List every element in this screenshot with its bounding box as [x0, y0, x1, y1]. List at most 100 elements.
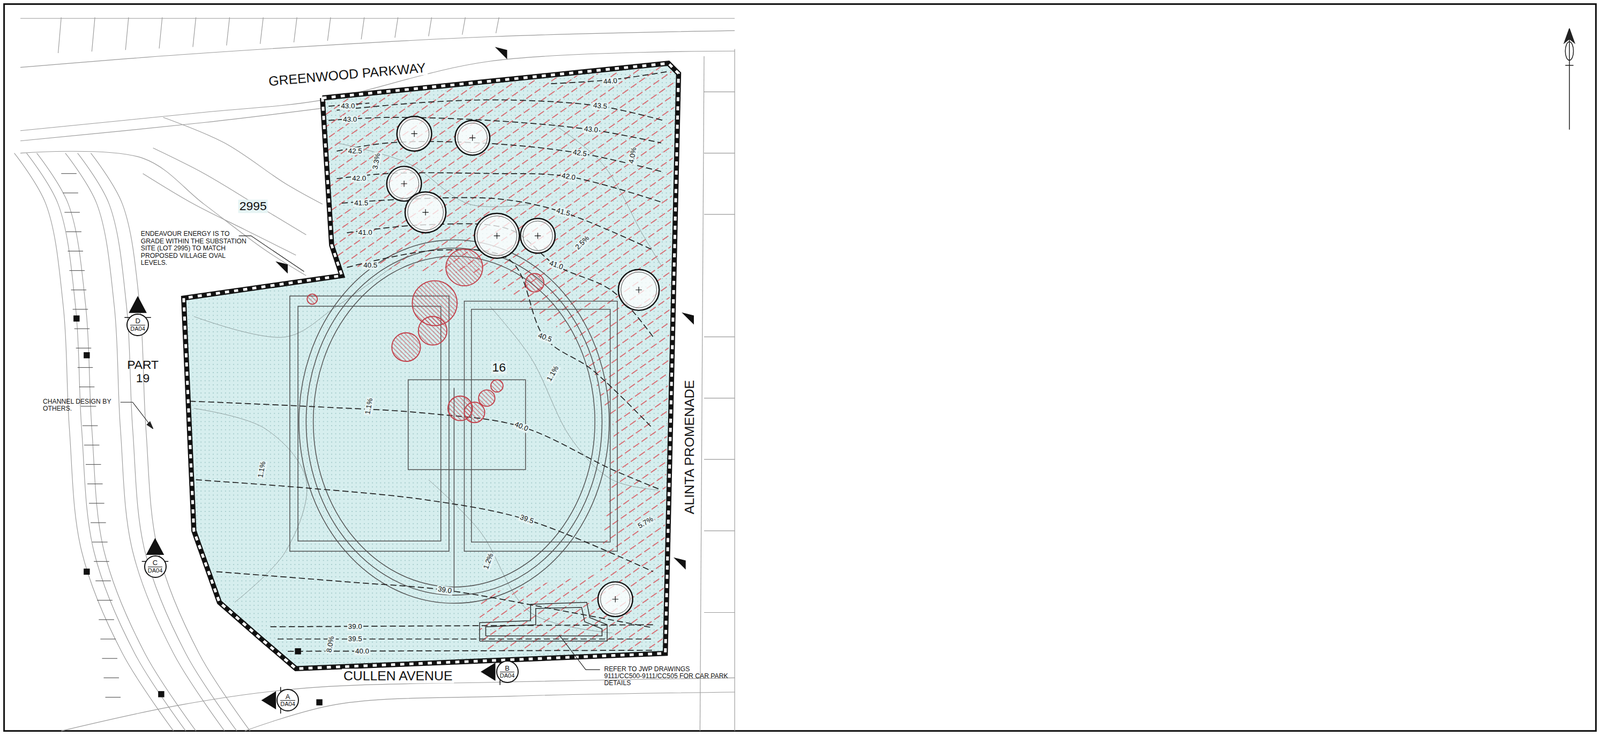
lot-line — [704, 152, 735, 154]
grade-label: 1.1% — [363, 396, 375, 416]
existing-contour — [550, 122, 662, 266]
cut-area-hatch — [324, 66, 675, 652]
tree-centre — [410, 130, 417, 137]
proposed-contour — [196, 479, 654, 572]
road-edge — [14, 153, 174, 731]
section-tick — [124, 316, 152, 318]
existing-contour — [153, 147, 307, 235]
channel-tick — [61, 173, 77, 174]
channel-tick — [82, 424, 99, 426]
survey-mark — [84, 569, 90, 575]
section-marker: CDA04 — [144, 555, 167, 578]
contour-level: 39.5 — [517, 512, 536, 526]
removed-tree — [445, 249, 483, 287]
channel-tick — [95, 580, 111, 581]
lot-line — [704, 336, 735, 338]
proposed-contour — [336, 172, 662, 203]
tree-inner — [389, 168, 420, 199]
contour-level: 41.0 — [547, 258, 565, 272]
grade-label: 5.7% — [636, 514, 656, 531]
retained-tree — [405, 191, 446, 233]
sheet-reference: DA04 — [147, 566, 163, 574]
contour-level: 44.0 — [601, 77, 619, 87]
lot-line — [20, 18, 735, 19]
survey-mark — [316, 699, 323, 705]
grade-label: 8.0% — [325, 633, 336, 654]
plan-label: 16 — [490, 360, 507, 375]
proposed-contour — [328, 117, 662, 144]
plan-label: PART 19 — [125, 357, 161, 385]
tree-centre — [635, 286, 642, 293]
section-letter: D — [135, 317, 140, 325]
proposed-contour — [336, 141, 662, 172]
centre-square — [408, 379, 526, 470]
playing-field — [289, 295, 450, 551]
contour-level: 42.5 — [347, 146, 364, 155]
contour-level: 43.0 — [339, 102, 356, 111]
road-edge — [699, 56, 705, 731]
contour-level: 43.5 — [591, 101, 609, 111]
road-edge — [20, 30, 735, 68]
proposed-contour — [189, 400, 662, 490]
proposed-contour — [277, 638, 654, 640]
tree-inner — [621, 271, 657, 308]
contour-level: 42.0 — [559, 171, 578, 183]
contour-level: 40.0 — [354, 647, 371, 656]
channel-tick — [92, 541, 108, 543]
plan-label: GREENWOOD PARKWAY — [266, 60, 429, 89]
plan-label: 2995 — [238, 199, 268, 213]
tree-inner — [457, 122, 488, 153]
channel-tick — [80, 405, 97, 407]
sports-oval — [289, 239, 618, 603]
section-letter: A — [285, 692, 291, 701]
lot-line — [428, 17, 432, 36]
plan-label: ALINTA PROMENADE — [682, 378, 698, 516]
section-letter: B — [504, 664, 510, 672]
section-arrow — [481, 663, 496, 680]
lot-line — [327, 17, 331, 41]
road-edge — [20, 151, 306, 276]
lot-line — [192, 17, 197, 47]
car-park-outline — [485, 607, 602, 636]
channel-tick — [96, 599, 113, 601]
survey-mark — [158, 691, 164, 697]
lot-line — [159, 17, 163, 49]
road-edge — [61, 677, 735, 731]
removed-tree — [418, 316, 447, 345]
playing-field — [471, 309, 611, 542]
contour-level: 39.0 — [436, 584, 454, 595]
proposed-contour — [328, 102, 370, 107]
playing-field — [297, 305, 441, 541]
grade-label: 4.0% — [627, 145, 639, 165]
retained-tree — [520, 218, 556, 253]
lot-line — [704, 397, 735, 399]
road-edge — [36, 153, 197, 731]
channel-tick — [71, 289, 87, 290]
existing-contour — [163, 117, 323, 205]
north-arrow-ring — [1565, 41, 1574, 61]
channel-tick — [93, 561, 110, 562]
contour-level: 40.0 — [512, 420, 530, 434]
section-flag — [681, 312, 694, 325]
section-tick — [499, 658, 501, 685]
road-edge — [244, 691, 735, 731]
existing-contours — [193, 122, 662, 633]
channel-tick — [90, 521, 107, 523]
contour-level: 42.0 — [350, 174, 368, 183]
car-park — [479, 601, 608, 641]
contour-level: 41.5 — [353, 199, 370, 208]
section-flag — [673, 557, 686, 570]
lot-line — [125, 17, 129, 50]
north-arrow — [1564, 28, 1575, 130]
tree-centre — [494, 232, 500, 239]
sheet-frame — [4, 4, 1597, 731]
channel-tick — [76, 347, 92, 349]
grade-label: 1.1% — [256, 459, 268, 480]
lot-line — [226, 17, 230, 46]
channel-tick — [64, 211, 80, 213]
section-arrow — [262, 691, 276, 708]
sheet-reference: DA04 — [130, 324, 146, 333]
